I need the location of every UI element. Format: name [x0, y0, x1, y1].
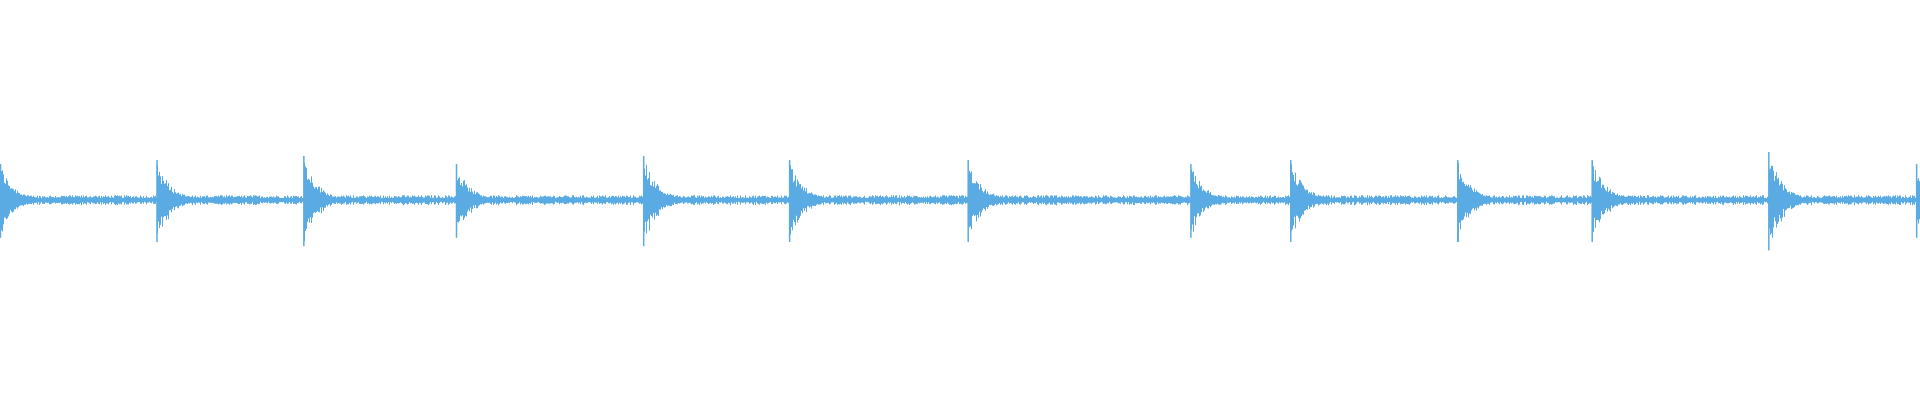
waveform-trace [0, 161, 1920, 242]
